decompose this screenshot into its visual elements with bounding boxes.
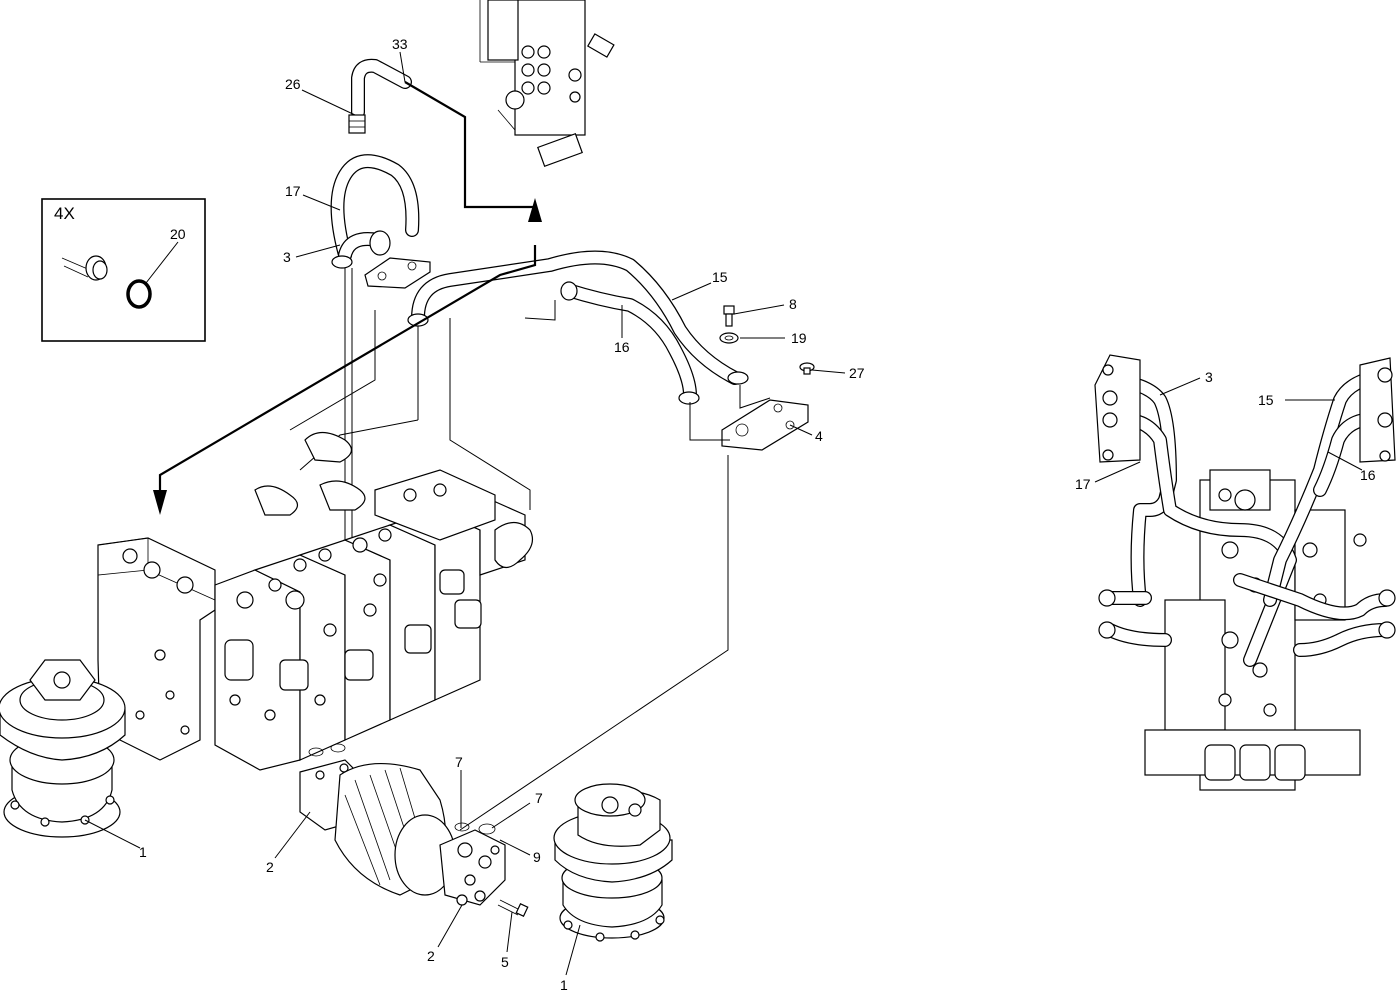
flange-plate-top: [364, 257, 431, 289]
pipe-16: [561, 283, 697, 402]
fitting-3-end: [369, 230, 391, 256]
bolt-8: [723, 305, 735, 327]
callout-3: 3: [283, 249, 291, 265]
washer-19: [719, 332, 739, 344]
gear-reducer-unit: [299, 743, 529, 918]
leader-lines: [84, 51, 1363, 976]
side-view-assembly: [1094, 354, 1396, 791]
inset-detail-box: 4X 20: [41, 198, 206, 342]
pipe-17: [330, 154, 420, 262]
callout-26: 26: [285, 76, 301, 92]
callout-7-upper: 7: [455, 754, 463, 770]
callout-5: 5: [501, 954, 509, 970]
fitting-26: [348, 114, 366, 134]
fitting-16-top: [560, 281, 578, 301]
inset-quantity-label: 4X: [54, 204, 75, 223]
callout-16: 16: [614, 339, 630, 355]
callout-8: 8: [789, 296, 797, 312]
plug-27: [799, 362, 815, 375]
callout-16-side: 16: [1360, 467, 1376, 483]
main-valve-stack: [97, 431, 533, 771]
bolt-5: [497, 899, 529, 918]
callout-15: 15: [712, 269, 728, 285]
callout-19: 19: [791, 330, 807, 346]
callout-3-side: 3: [1205, 369, 1213, 385]
o-ring-icon: [126, 279, 152, 309]
fitting-3-lower: [331, 255, 353, 269]
callout-7-right: 7: [535, 790, 543, 806]
callout-17: 17: [285, 183, 301, 199]
fitting-15-lower: [727, 371, 749, 385]
hydraulic-motor-right: [553, 783, 673, 942]
callout-33: 33: [392, 36, 408, 52]
callout-2-upper: 2: [266, 859, 274, 875]
pipe-33: [351, 58, 412, 119]
callout-9: 9: [533, 849, 541, 865]
callout-1-left: 1: [139, 844, 147, 860]
callout-1-right: 1: [560, 977, 568, 993]
hydraulic-motor-left: [0, 659, 126, 838]
pipe-15: [411, 250, 742, 385]
callout-numbers: 33 26 17 3 15 8 19 16 27 4 1 2 7 7 9 2 5…: [139, 36, 1376, 993]
top-valve-block: [479, 0, 615, 168]
callout-4: 4: [815, 428, 823, 444]
callout-17-side: 17: [1075, 476, 1091, 492]
callout-20: 20: [170, 226, 186, 242]
flange-plate-4: [721, 399, 809, 451]
direction-arrows: [153, 81, 542, 515]
callout-27: 27: [849, 365, 865, 381]
callout-15-side: 15: [1258, 392, 1274, 408]
fitting-16-end: [678, 391, 700, 405]
fitting-with-o-ring: [61, 255, 108, 281]
callout-2-lower: 2: [427, 948, 435, 964]
